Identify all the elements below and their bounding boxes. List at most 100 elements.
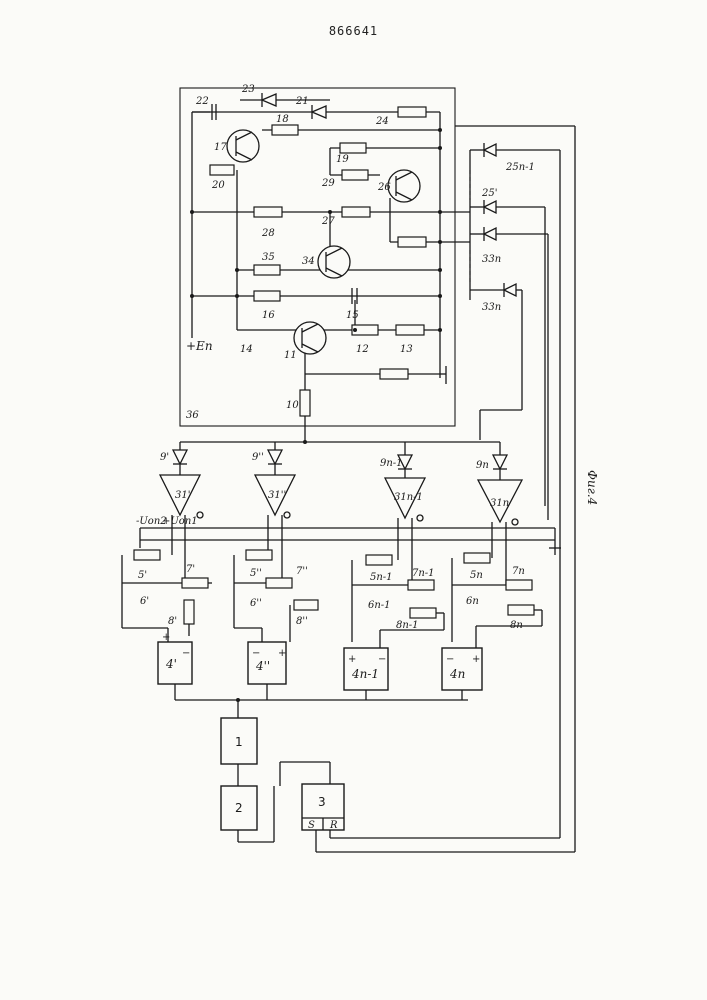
label-d25a: 25' [481,188,497,199]
resistor-29 [342,170,368,180]
diode-9-1-icon [173,450,187,464]
label-r5-3: 5n-1 [370,572,393,583]
resistor-18 [272,125,298,135]
resistor-7-2 [266,578,292,588]
label-r14: 14 [240,344,253,355]
module-label: 36 [186,410,199,421]
resistor-5-2 [246,550,272,560]
label-r6-1: 6' [140,596,149,607]
label-r12: 12 [356,344,369,355]
block-1-label: 1 [235,735,243,749]
diode-33b-icon [504,284,516,296]
label-amp-31-2: 31'' [268,490,286,501]
figure-caption: Фиг.4 [585,470,599,505]
label-comp-4-3-minus: − [378,654,386,665]
label-r6-3: 6n-1 [368,600,391,611]
diode-9-4-icon [493,455,507,469]
label-comp-4-4: 4n [449,667,465,681]
label-comp-4-3-plus: + [348,654,356,665]
resistor-5-3 [366,555,392,565]
label-r19: 19 [336,154,349,165]
label-diode-9-2: 9'' [252,452,264,463]
label-r35: 35 [262,252,275,263]
resistor-24 [398,107,426,117]
label-r13: 13 [400,344,413,355]
label-amp-31-4: 31n [490,498,509,509]
label-t34: 34 [302,256,315,267]
resistor-8-4 [508,605,534,615]
label-r8-1: 8' [168,616,177,627]
resistor-35 [254,265,280,275]
label-r24: 24 [375,116,389,127]
transistor-34-icon [318,246,350,278]
diode-9-2-icon [268,450,282,464]
label-r7-4: 7n [512,566,525,577]
label-amp-31-1: 31' [175,490,190,501]
label-comp-4-2-minus: − [252,648,260,659]
resistor-16 [254,291,280,301]
label-r8-3: 8n-1 [396,620,419,631]
label-d33b: 33n [482,302,501,313]
stage-2: 9'' 31'' − + 4'' 5'' 6'' 7'' 8'' [234,442,318,684]
label-d23: 23 [241,84,255,95]
block-3-label: 3 [318,795,326,809]
transistor-26-icon [388,170,420,202]
resistor-27 [342,207,370,217]
label-diode-9-4: 9n [476,460,489,471]
label-r20: 20 [211,180,225,191]
resistor-7-4 [506,580,532,590]
label-t26: 26 [377,182,391,193]
resistor-5-1 [134,550,160,560]
label-r8-2: 8'' [296,616,308,627]
label-r7-2: 7'' [296,566,308,577]
block-2-label: 2 [235,801,243,815]
diode-25b-icon [484,144,496,156]
label-r28: 28 [261,228,275,239]
label-r5-2: 5'' [250,568,262,579]
label-comp-4-4-minus: − [446,654,454,665]
label-r5-1: 5' [138,570,147,581]
diode-21-icon [312,106,326,118]
resistor-8-2 [294,600,318,610]
stage-1: 9' 31' + − 4' 5' 6' 7' 8' [122,442,212,684]
resistor-bias [398,237,426,247]
label-t11: 11 [284,350,297,361]
label-comp-4-2: 4'' [255,659,270,673]
resistor-8-1 [184,600,194,624]
label-r29: 29 [321,178,335,189]
block-3-r-label: R [329,820,338,831]
block-3-s-label: S [308,820,315,831]
resistor-28 [254,207,282,217]
label-comp-4-3: 4n-1 [351,667,379,681]
label-comp-4-1-plus: + [162,632,170,643]
label-comp-4-1: 4' [165,657,177,671]
label-r27: 27 [321,216,335,227]
label-diode-9-1: 9' [160,452,169,463]
label-d21: 21 [295,96,309,107]
label-r8-4: 8n [510,620,523,631]
label-comp-4-1-minus: − [182,648,190,659]
label-r16: 16 [262,310,275,321]
ref-plus: +Uоп1 [162,516,198,527]
label-c22: 22 [195,96,209,107]
label-r6-4: 6n [466,596,479,607]
resistor-load [380,369,408,379]
transistor-11-icon [294,322,326,354]
resistor-10 [300,390,310,416]
stage-3: 9n-1 31n-1 + − 4n-1 5n-1 6n-1 7n-1 8n-1 [344,442,444,690]
diode-25a-icon [484,201,496,213]
resistor-19 [340,143,366,153]
module-36-outline [180,88,455,426]
resistor-13 [396,325,424,335]
transistor-17-icon [227,130,259,162]
label-r18: 18 [276,114,289,125]
label-d25b: 25n-1 [505,162,535,173]
label-r5-4: 5n [470,570,483,581]
diode-23-icon [262,94,276,106]
label-amp-31-3: 31n-1 [394,492,423,503]
diode-33a-icon [484,228,496,240]
label-c15: 15 [346,310,359,321]
resistor-5-4 [464,553,490,563]
